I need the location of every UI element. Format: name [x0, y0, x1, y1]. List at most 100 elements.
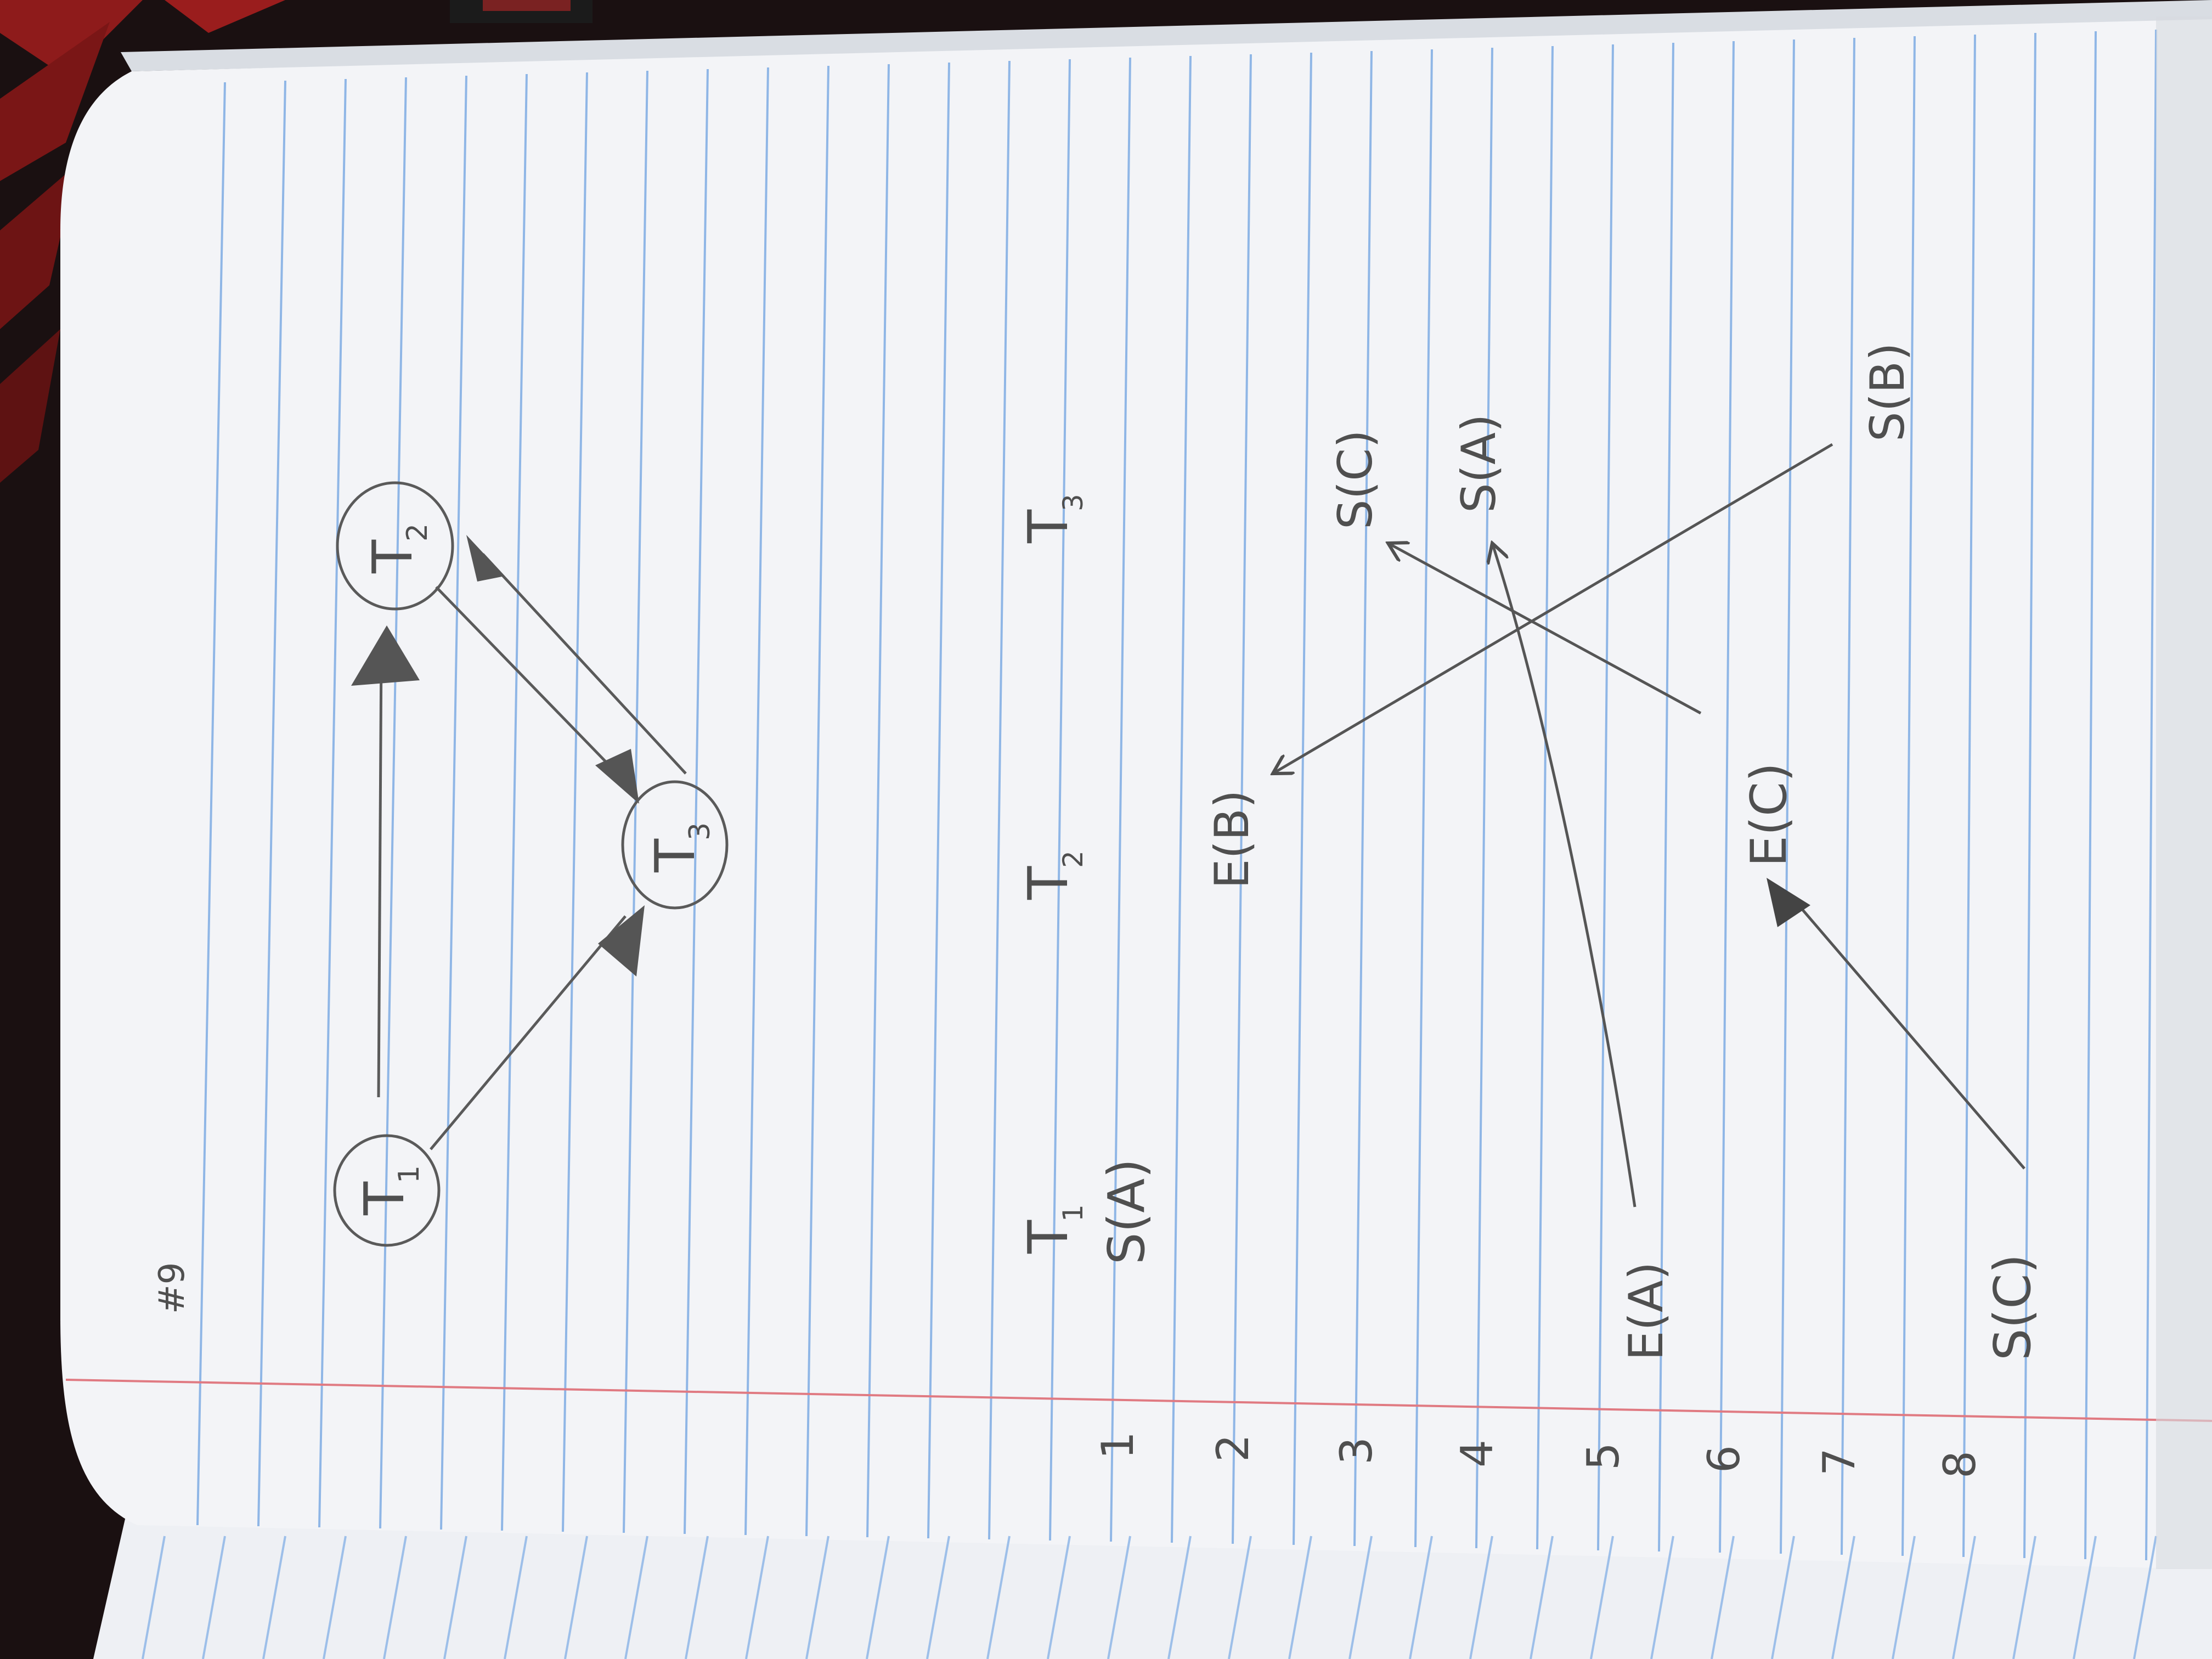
back-page-ruled-line: [202, 1536, 226, 1659]
ruled-line: [744, 67, 769, 1536]
back-page-ruled-line: [262, 1536, 286, 1659]
row-number: 8: [1934, 1451, 1985, 1479]
operation-t1-row5: E(A): [1619, 1262, 1674, 1361]
back-page-ruled-line: [1348, 1536, 1373, 1659]
ruled-line: [2145, 29, 2157, 1561]
row-number: 5: [1578, 1442, 1629, 1470]
node-t2-letter: T: [360, 539, 425, 574]
back-page-ruled-line: [1107, 1536, 1131, 1659]
ruled-line: [1353, 50, 1373, 1547]
marker-pen: [450, 0, 592, 23]
node-t3-subscript: 3: [684, 822, 716, 840]
column-header-t3: T 3: [1016, 494, 1089, 544]
row-number: 3: [1331, 1437, 1382, 1465]
ruled-line: [2023, 32, 2036, 1559]
back-page-ruled-line: [866, 1536, 890, 1659]
ruled-line: [1293, 52, 1312, 1545]
ruled-line: [1597, 44, 1614, 1551]
back-page-ruled-line: [564, 1536, 588, 1659]
ruled-line: [1171, 55, 1192, 1543]
back-page-ruled-line: [323, 1536, 347, 1659]
back-page-ruled-line: [2133, 1536, 2157, 1659]
back-page-ruled-line: [1952, 1536, 1976, 1659]
ruled-line: [684, 69, 709, 1534]
edge-t3-t2-arrowhead: [466, 535, 505, 582]
node-t1-letter: T: [352, 1181, 416, 1216]
ruled-line: [379, 77, 407, 1529]
node-t3-letter: T: [643, 838, 707, 873]
back-page-ruled-line: [1167, 1536, 1192, 1659]
operation-t3-row3: S(C): [1328, 430, 1383, 529]
back-page-ruled-line: [1047, 1536, 1071, 1659]
back-page-ruled-line: [1892, 1536, 1916, 1659]
svg-text:3: 3: [1057, 494, 1089, 511]
back-page-ruled-line: [2073, 1536, 2097, 1659]
back-page-ruled-line: [1650, 1536, 1674, 1659]
ruled-lines: [196, 29, 2157, 1561]
row-number: 7: [1814, 1448, 1865, 1476]
ruled-line: [318, 78, 347, 1528]
ruled-line: [1536, 46, 1554, 1550]
ruled-line: [1414, 49, 1433, 1548]
row-number: 1: [1092, 1431, 1143, 1459]
conflict-arrow-sb-to-eb: [1273, 443, 1833, 774]
edge-t1-t2-arrowhead: [351, 625, 420, 686]
svg-text:T: T: [1016, 866, 1080, 900]
back-page-ruled-line: [443, 1536, 467, 1659]
conflict-arrow-ea-to-sa: [1492, 543, 1637, 1207]
column-header-t1: T 1: [1016, 1204, 1089, 1254]
back-page-ruled-line: [685, 1536, 709, 1659]
svg-text:T: T: [1016, 509, 1080, 544]
operation-t3-row7: S(B): [1860, 342, 1915, 442]
back-page-ruled-line: [1228, 1536, 1252, 1659]
ruled-line: [927, 62, 950, 1539]
ruled-line: [1110, 57, 1131, 1542]
edge-t1-t3-arrowhead: [598, 905, 645, 977]
ruled-line: [562, 72, 588, 1532]
schedule: T 1 T 2 T 3 1 2 3 4 5 6 7 8 S(A) E(B) S(…: [1016, 342, 2042, 1479]
column-header-t2: T 2: [1016, 850, 1089, 900]
back-page-ruled-line: [1530, 1536, 1554, 1659]
ruled-line: [988, 60, 1011, 1540]
ruled-line: [1780, 39, 1795, 1554]
ruled-line: [1658, 42, 1674, 1552]
back-page-ruled-line: [142, 1536, 166, 1659]
back-page-ruled-line: [1409, 1536, 1433, 1659]
back-page-ruled-lines: [142, 1536, 2157, 1659]
ruled-line: [1841, 37, 1855, 1555]
ruled-line: [257, 80, 286, 1527]
back-page-ruled-line: [624, 1536, 648, 1659]
operation-t2-row2: E(B): [1205, 790, 1260, 889]
row-number: 2: [1207, 1434, 1259, 1462]
ruled-line: [1232, 54, 1252, 1544]
ruled-line: [1901, 36, 1916, 1556]
operation-t3-row4: S(A): [1452, 414, 1506, 513]
conflict-arrow-ec-to-sc: [1388, 543, 1702, 715]
back-page-ruled-line: [504, 1536, 528, 1659]
back-page-ruled-line: [986, 1536, 1011, 1659]
ruled-line: [1049, 59, 1071, 1541]
back-page-ruled-line: [1590, 1536, 1614, 1659]
graph-node-t1: T 1: [333, 1134, 441, 1247]
ruled-line: [866, 64, 890, 1538]
back-page-ruled-line: [926, 1536, 950, 1659]
graph-node-t3: T 3: [621, 780, 729, 910]
operation-t1-row1: S(A): [1097, 1159, 1156, 1265]
back-page-ruled-line: [2012, 1536, 2036, 1659]
operation-t2-row6: E(C): [1740, 763, 1798, 867]
back-page-ruled-line: [1831, 1536, 1855, 1659]
operation-t1-row8: S(C): [1983, 1254, 2042, 1361]
node-t2-subscript: 2: [401, 523, 434, 541]
ruled-line: [1475, 47, 1493, 1549]
back-page-ruled-line: [383, 1536, 407, 1659]
edge-t2-t3: [435, 586, 621, 777]
margin-line: [65, 1379, 2212, 1422]
paper-top-edge: [121, 0, 2212, 71]
edge-t1-t2: [377, 650, 383, 1098]
page-label: #9: [152, 1262, 193, 1314]
precedence-graph: T 1 T 2 T 3: [333, 481, 729, 1247]
conflict-arrow-sc-to-ec-arrowhead: [1767, 878, 1810, 927]
page-shadow: [2156, 16, 2212, 1569]
notebook-page: [60, 19, 2212, 1569]
